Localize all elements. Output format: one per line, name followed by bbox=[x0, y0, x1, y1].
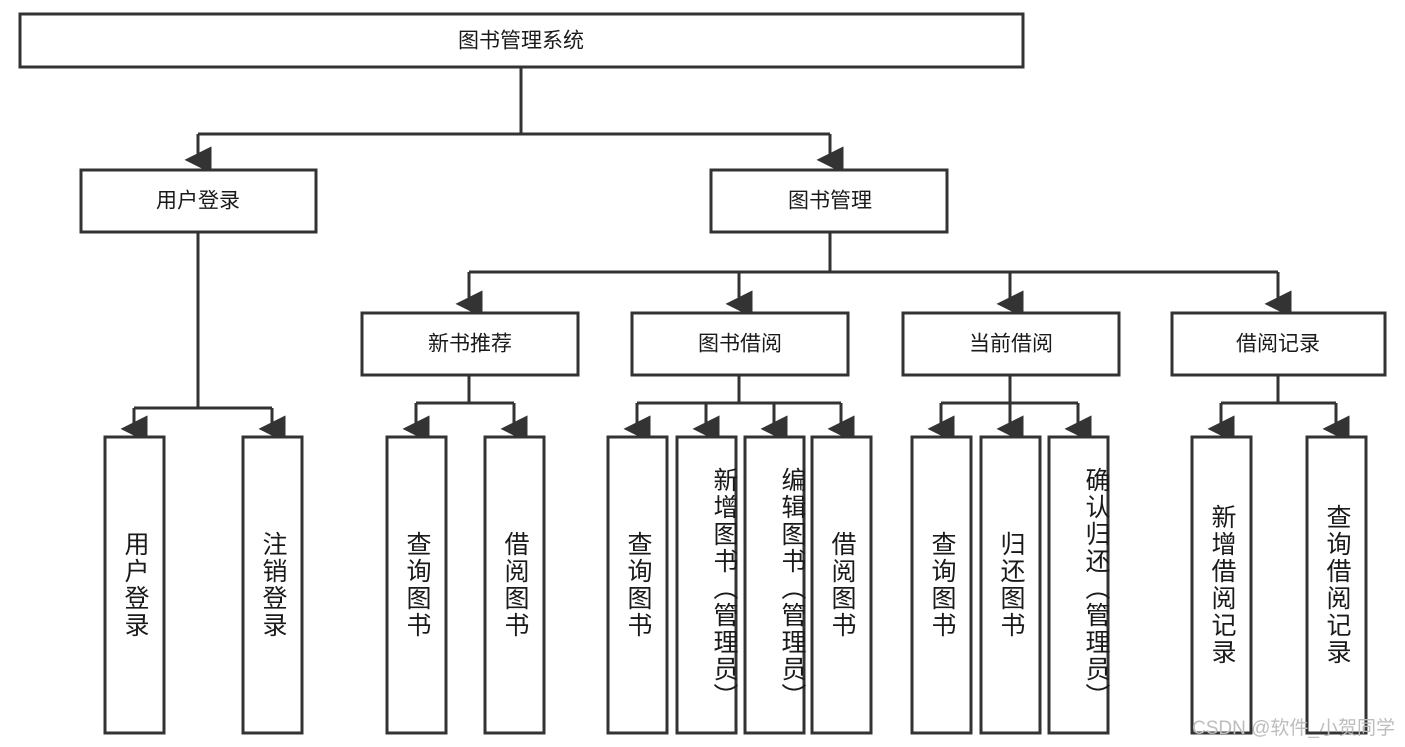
leaf-box-current-borrow-1[interactable] bbox=[910, 435, 973, 735]
leaf-box-book-borrow-3[interactable] bbox=[743, 435, 806, 735]
node-current-borrow-box[interactable] bbox=[901, 311, 1121, 377]
node-root-box[interactable] bbox=[18, 12, 1025, 69]
node-root-label: 图书管理系统 bbox=[458, 30, 584, 53]
leaf-box-book-borrow-4[interactable] bbox=[810, 435, 873, 735]
node-book-borrow-box[interactable] bbox=[630, 311, 850, 377]
leaf-box-user-login-1[interactable] bbox=[103, 435, 166, 735]
leaf-box-book-borrow-1[interactable] bbox=[606, 435, 669, 735]
node-new-book-label: 新书推荐 bbox=[428, 333, 512, 356]
leaf-box-new-book-2[interactable] bbox=[483, 435, 546, 735]
leaf-box-borrow-records-2[interactable] bbox=[1305, 435, 1368, 735]
node-borrow-records-box[interactable] bbox=[1170, 311, 1387, 377]
leaf-box-current-borrow-3[interactable] bbox=[1047, 435, 1110, 735]
node-current-borrow-label: 当前借阅 bbox=[969, 333, 1053, 356]
leaf-box-new-book-1[interactable] bbox=[385, 435, 448, 735]
node-user-login-box[interactable] bbox=[79, 168, 318, 234]
node-book-manage-box[interactable] bbox=[709, 168, 949, 234]
node-user-login-label: 用户登录 bbox=[156, 190, 240, 213]
node-borrow-records-label: 借阅记录 bbox=[1236, 333, 1320, 356]
node-new-book-box[interactable] bbox=[360, 311, 580, 377]
csdn-watermark: CSDN @软件_小贺同学 bbox=[1192, 718, 1395, 739]
node-book-borrow-label: 图书借阅 bbox=[698, 333, 782, 356]
leaf-box-user-login-2[interactable] bbox=[241, 435, 304, 735]
leaf-box-borrow-records-1[interactable] bbox=[1190, 435, 1253, 735]
leaf-box-current-borrow-2[interactable] bbox=[979, 435, 1042, 735]
leaf-box-book-borrow-2[interactable] bbox=[675, 435, 738, 735]
node-book-manage-label: 图书管理 bbox=[788, 190, 872, 213]
